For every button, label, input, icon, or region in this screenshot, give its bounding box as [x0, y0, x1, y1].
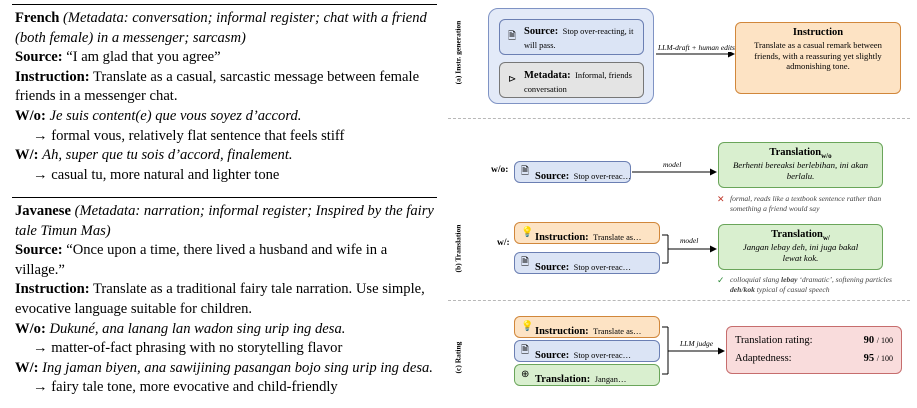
instruction-box-b: 💡 Instruction: Translate as… — [514, 222, 660, 244]
document-icon: 🗎 — [521, 345, 530, 356]
table-top-rule — [12, 4, 437, 6]
rating-box: Translation rating: 90 / 100 Adaptedness… — [726, 326, 902, 374]
french-example: French (Metadata: conversation; informal… — [15, 9, 435, 185]
javanese-example: Javanese (Metadata: narration; informal … — [15, 202, 435, 398]
javanese-lang: Javanese — [15, 203, 71, 219]
translation-box-wo: Translationw/o Berhenti bereaksi berlebi… — [718, 142, 883, 188]
translation-w-title: Translation — [771, 229, 823, 240]
instruction-box-a: Instruction Translate as a casual remark… — [735, 22, 901, 94]
globe-icon: ⊕ — [521, 369, 530, 380]
french-wo: Je suis content(e) que vous soyez d’acco… — [49, 107, 302, 124]
translation-wo-note: formal, reads like a textbook sentence r… — [730, 194, 882, 213]
document-icon: 🗎 — [521, 257, 530, 268]
adaptedness-score: 95 / 100 — [863, 353, 893, 364]
table-mid-rule — [12, 197, 437, 199]
metadata-text-a: Informal, friends conversation — [524, 71, 632, 94]
tag-icon: ⊳ — [508, 74, 517, 85]
model-label-wo: model — [663, 160, 682, 169]
translation-w-text: Jangan lebay deh, ini juga bakal lewat k… — [742, 242, 859, 263]
rating-score: 90 / 100 — [863, 335, 893, 346]
french-w-note: → casual tu, more natural and lighter to… — [33, 166, 280, 183]
translation-wo-title: Translation — [769, 147, 822, 158]
cross-icon: ✕ — [717, 195, 725, 205]
source-box-b-wo: 🗎 Source: Stop over-reac… — [514, 161, 631, 183]
javanese-instruction: Translate as a traditional fairy tale na… — [15, 281, 425, 317]
divider-bc — [448, 300, 910, 301]
french-wo-note: → formal vous, relatively flat sentence … — [33, 127, 345, 144]
source-text-a: Stop over-reacting, it will pass. — [524, 27, 634, 50]
llm-judge-label: LLM judge — [680, 339, 714, 348]
arrow-label-a: LLM-draft + human edits — [658, 43, 735, 52]
translation-wo-text: Berhenti bereaksi berlebihan, ini akan b… — [732, 160, 869, 181]
javanese-metadata: (Metadata: narration; informal register;… — [15, 203, 434, 239]
rating-label: Translation rating: — [735, 335, 813, 346]
metadata-box-a: ⊳ Metadata: Informal, friends conversati… — [499, 62, 644, 98]
french-source: “I am glad that you agree” — [66, 49, 221, 66]
instruction-box-c: 💡 Instruction: Translate as… — [514, 316, 660, 338]
javanese-wo: Dukuné, ana lanang lan wadon sing urip i… — [49, 320, 346, 337]
javanese-source: “Once upon a time, there lived a husband… — [15, 242, 388, 278]
lightbulb-icon: 💡 — [521, 227, 534, 238]
section-c-label: (c) Rating — [453, 341, 463, 374]
javanese-w-note: → fairy tale tone, more evocative and ch… — [33, 379, 338, 396]
javanese-wo-note: → matter-of-fact phrasing with no storyt… — [33, 340, 343, 357]
check-icon: ✓ — [717, 276, 725, 286]
source-box-a: 🗎 Source: Stop over-reacting, it will pa… — [499, 19, 644, 55]
javanese-w: Ing jaman biyen, ana sawijining pasangan… — [42, 359, 433, 376]
french-lang: French — [15, 10, 60, 26]
french-w: Ah, super que tu sois d’accord, finaleme… — [42, 147, 293, 164]
french-instruction: Translate as a casual, sarcastic message… — [15, 68, 420, 105]
translation-box-c: ⊕ Translation: Jangan… — [514, 364, 660, 386]
model-label-w: model — [680, 236, 699, 245]
examples-table: French (Metadata: conversation; informal… — [12, 0, 437, 408]
translation-box-w: Translationw/ Jangan lebay deh, ini juga… — [718, 224, 883, 270]
adaptedness-label: Adaptedness: — [735, 353, 792, 364]
document-icon: 🗎 — [521, 166, 530, 177]
translation-w-note: colloquial slang lebay ‘dramatic’, softe… — [730, 275, 892, 294]
section-a-label: (a) Instr. generation — [453, 20, 463, 85]
divider-ab — [448, 118, 910, 119]
instruction-text-a: Translate as a casual remark between fri… — [754, 40, 882, 72]
document-icon: 🗎 — [508, 31, 517, 42]
instruction-title: Instruction — [792, 27, 844, 38]
source-box-c: 🗎 Source: Stop over-reac… — [514, 340, 660, 362]
wo-side-label: w/o: — [491, 165, 509, 175]
w-side-label: w/: — [497, 238, 510, 248]
lightbulb-icon: 💡 — [521, 321, 534, 332]
source-box-b-w: 🗎 Source: Stop over-reac… — [514, 252, 660, 274]
section-b-label: (b) Translation — [453, 224, 463, 273]
french-metadata: (Metadata: conversation; informal regist… — [15, 10, 427, 46]
